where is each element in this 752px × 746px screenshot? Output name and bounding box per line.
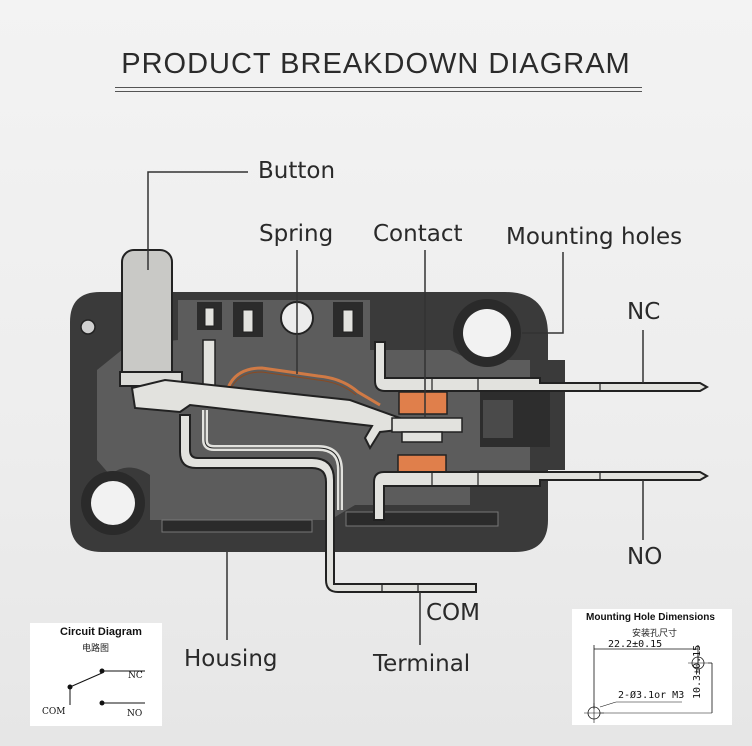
label-housing: Housing	[184, 646, 278, 672]
label-button: Button	[258, 158, 336, 184]
dimension-horizontal: 22.2±0.15	[608, 639, 663, 650]
title-underline	[115, 87, 642, 88]
spring-wire	[226, 366, 381, 407]
circuit-no-label: NO	[127, 709, 143, 719]
actuator-lever	[130, 378, 402, 451]
dimension-vertical: 10.3±0.15	[692, 644, 703, 699]
page-title: PRODUCT BREAKDOWN DIAGRAM	[121, 48, 631, 80]
bottom-slot-right	[345, 511, 499, 527]
nc-node	[99, 668, 105, 674]
com-node	[67, 684, 73, 690]
label-contact: Contact	[373, 221, 463, 247]
button-plunger	[121, 249, 173, 386]
circuit-diagram-title: Circuit Diagram	[60, 626, 142, 638]
label-com: COM	[426, 600, 481, 626]
nc-contact	[398, 391, 448, 415]
nc-terminal	[374, 341, 710, 392]
top-slot-far-left-inner	[204, 307, 215, 327]
mounting-dimensions-subtitle: 安装孔尺寸	[632, 629, 678, 639]
label-nc: NC	[627, 299, 661, 325]
circuit-diagram-panel: Circuit Diagram 电路图 NC COM NO	[30, 623, 162, 726]
com-inner-wire-outline	[204, 410, 341, 510]
no-node	[99, 700, 105, 706]
dimension-holes: 2-Ø3.1or M3	[618, 690, 685, 701]
leader-mounting	[522, 252, 564, 334]
circuit-com-label: COM	[42, 707, 66, 717]
title-underline-2	[115, 91, 642, 92]
com-terminal-wire	[179, 414, 477, 593]
label-no: NO	[627, 544, 663, 570]
mounting-dimensions-title: Mounting Hole Dimensions	[586, 612, 715, 623]
bottom-slot-left	[161, 519, 313, 533]
leader-button	[147, 171, 248, 270]
mounting-dimension-drawing	[584, 645, 713, 723]
top-slot-right-inner	[342, 309, 354, 333]
spring-wire-inner	[229, 371, 357, 396]
mounting-dimensions-panel: Mounting Hole Dimensions 安装孔尺寸 22.2±0.15…	[572, 609, 732, 725]
contact-plate-knob	[401, 431, 443, 443]
label-mounting-holes: Mounting holes	[506, 224, 683, 250]
label-terminal: Terminal	[373, 651, 471, 677]
no-terminal	[373, 471, 710, 521]
circuit-diagram-subtitle: 电路图	[82, 644, 110, 654]
mounting-hole-bottom-inner	[91, 481, 135, 525]
circuit-nc-label: NC	[128, 671, 143, 681]
circuit-schematic	[67, 668, 145, 706]
top-slot-left-inner	[242, 309, 254, 333]
contact-plate	[391, 417, 463, 433]
housing-pin-hole	[80, 319, 96, 335]
actuator-notch	[483, 400, 513, 438]
mounting-hole-top-inner	[463, 309, 511, 357]
label-spring: Spring	[259, 221, 334, 247]
